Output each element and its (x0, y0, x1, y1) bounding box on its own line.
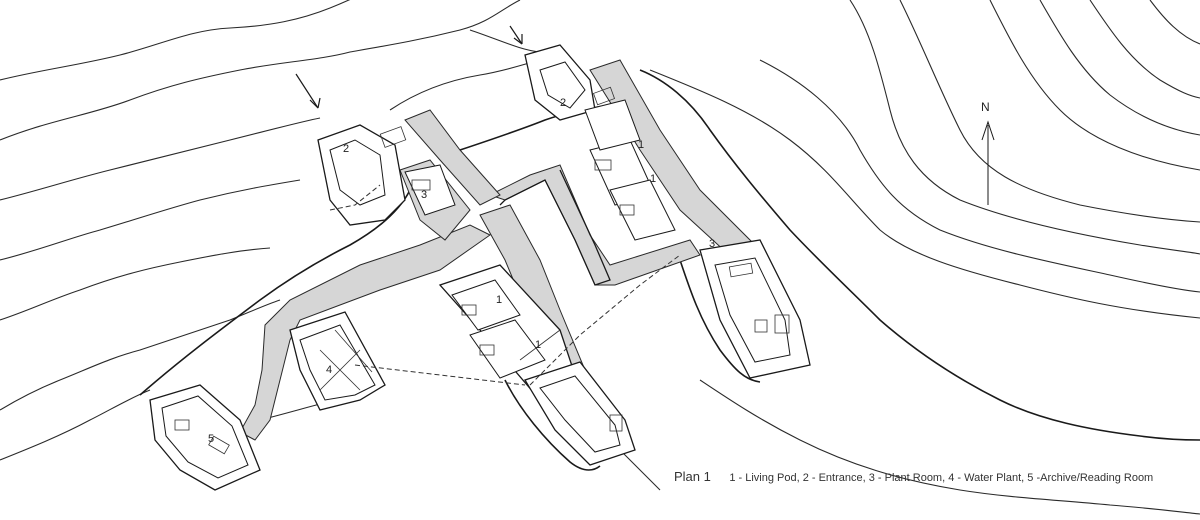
label-living-pod-2: 1 (650, 173, 656, 185)
label-plant-room-right: 3 (709, 238, 715, 250)
room-labels: 2 2 3 3 1 1 1 1 4 5 (208, 97, 715, 445)
north-arrow-icon (981, 120, 995, 205)
plan-title: Plan 1 (674, 469, 711, 484)
label-entrance-right: 2 (560, 97, 566, 109)
label-living-pod-4: 1 (535, 339, 541, 351)
plan-legend-text: 1 - Living Pod, 2 - Entrance, 3 - Plant … (729, 472, 1154, 484)
label-water-plant: 4 (326, 364, 332, 376)
label-archive: 5 (208, 433, 214, 445)
label-entrance-left: 2 (343, 143, 349, 155)
north-label: N (981, 100, 990, 114)
label-living-pod-1: 1 (638, 139, 644, 151)
service-lines (329, 184, 681, 386)
label-plant-room-left: 3 (421, 189, 427, 201)
plan-legend: Plan 1 1 - Living Pod, 2 - Entrance, 3 -… (674, 468, 1153, 486)
entrance-arrow-icon (295, 25, 523, 109)
interior-fixtures (174, 86, 790, 455)
label-living-pod-3: 1 (496, 294, 502, 306)
building-outlines (149, 44, 811, 491)
